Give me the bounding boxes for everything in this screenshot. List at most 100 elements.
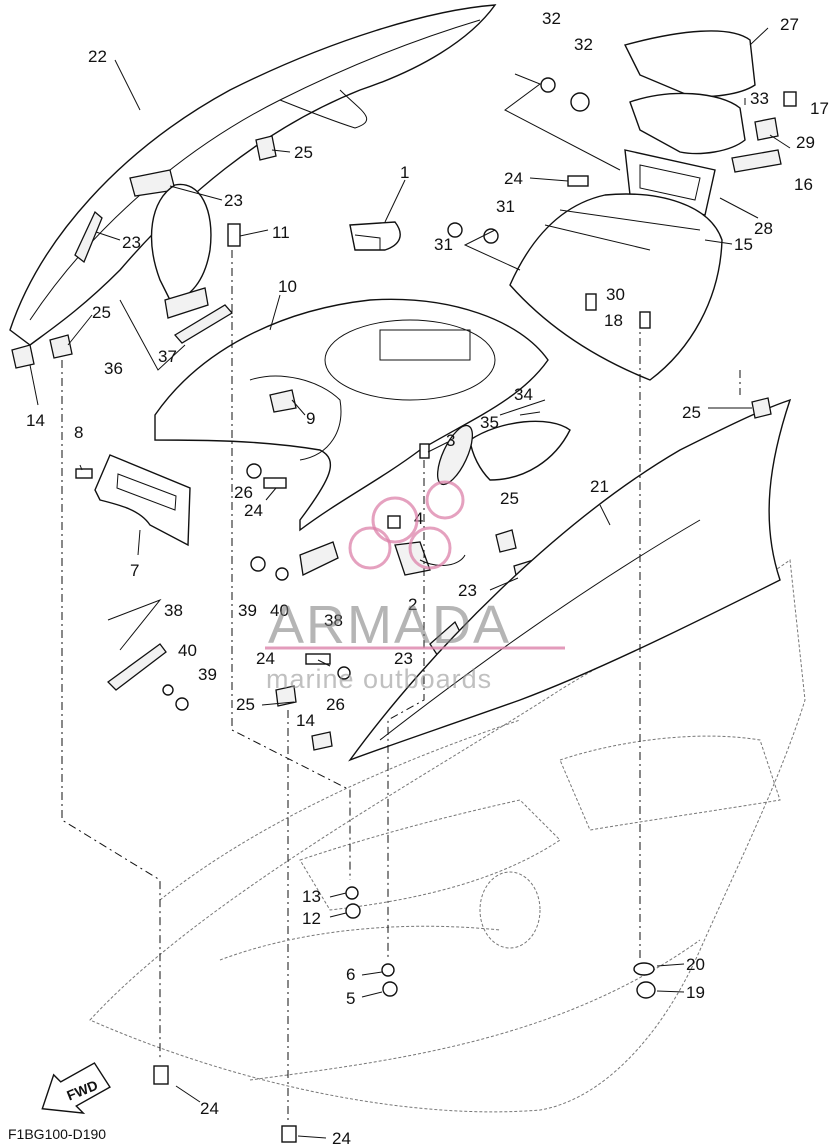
part-14-clip-a <box>11 344 35 369</box>
part-25-clip-d <box>495 529 517 553</box>
yamaha-emblem-mark <box>116 473 177 511</box>
callout-12: 12 <box>302 909 321 928</box>
part-31-clip-b <box>483 228 499 244</box>
callout-31: 31 <box>496 197 515 216</box>
callout-23: 23 <box>458 581 477 600</box>
part-7-emblem-panel <box>94 454 191 547</box>
part-15-glovebox <box>509 193 723 381</box>
callout-39: 39 <box>198 665 217 684</box>
part-13-washer <box>345 886 359 900</box>
part-26-washer-b <box>337 666 351 680</box>
callout-15: 15 <box>734 235 753 254</box>
part-27-lid <box>623 30 756 98</box>
callout-labels: 22 25 23 23 25 14 36 37 11 10 1 9 8 7 26… <box>26 9 829 1148</box>
callout-25: 25 <box>682 403 701 422</box>
callout-34: 34 <box>514 385 533 404</box>
fwd-arrow: FWD <box>41 1062 111 1114</box>
part-22-upper-cover <box>9 4 497 346</box>
part-25-clip-c <box>275 685 297 707</box>
callout-9: 9 <box>306 409 315 428</box>
callout-25: 25 <box>92 303 111 322</box>
part-31-clip-a <box>447 222 463 238</box>
callout-27: 27 <box>780 15 799 34</box>
part-1-handle <box>349 221 401 251</box>
callout-2: 2 <box>408 595 417 614</box>
callout-19: 19 <box>686 983 705 1002</box>
callout-22: 22 <box>88 47 107 66</box>
callout-5: 5 <box>346 989 355 1008</box>
callout-32: 32 <box>542 9 561 28</box>
callout-29: 29 <box>796 133 815 152</box>
callout-1: 1 <box>400 163 409 182</box>
part-12-nut <box>345 903 361 919</box>
part-14-clip-b <box>311 731 333 751</box>
callout-4: 4 <box>414 509 423 528</box>
callout-24: 24 <box>200 1099 219 1118</box>
part-2-latch <box>394 541 466 576</box>
callout-38: 38 <box>164 601 183 620</box>
callout-37: 37 <box>158 347 177 366</box>
watermark-sub-text: marine outboards <box>266 664 493 694</box>
callout-3: 3 <box>446 431 455 450</box>
part-11-bolt <box>227 223 241 247</box>
part-18-screw <box>639 311 651 329</box>
part-26-washer-a <box>246 463 262 479</box>
callout-14: 14 <box>296 711 315 730</box>
callout-7: 7 <box>130 561 139 580</box>
part-32-spring-b <box>570 92 590 112</box>
part-39-nut-b <box>175 697 189 711</box>
callout-40: 40 <box>178 641 197 660</box>
callout-14: 14 <box>26 411 45 430</box>
callout-18: 18 <box>604 311 623 330</box>
callout-26: 26 <box>326 695 345 714</box>
callout-10: 10 <box>278 277 297 296</box>
part-38-plate-a <box>299 541 339 576</box>
callout-26: 26 <box>234 483 253 502</box>
part-4-screw <box>387 515 401 529</box>
part-23-decal-b <box>74 210 103 264</box>
part-24-bolt-c <box>567 175 589 187</box>
callout-39: 39 <box>238 601 257 620</box>
watermark-circles <box>348 480 465 570</box>
part-9-bracket <box>269 389 297 413</box>
part-19-nut <box>636 981 656 999</box>
callout-20: 20 <box>686 955 705 974</box>
callout-31: 31 <box>434 235 453 254</box>
callout-25: 25 <box>500 489 519 508</box>
part-3-screw <box>419 443 430 459</box>
part-32-spring-a <box>540 77 556 93</box>
watermark-main-text: ARMADA <box>268 595 512 655</box>
part-36-mirror <box>150 183 212 319</box>
part-29-hinge <box>754 117 779 141</box>
part-33-seal <box>629 92 746 155</box>
callout-17: 17 <box>810 99 829 118</box>
hull-outline <box>89 559 806 1113</box>
callout-40: 40 <box>270 601 289 620</box>
callout-25: 25 <box>294 143 313 162</box>
part-39-nut-a <box>250 556 266 572</box>
part-40-washer-b <box>162 684 174 696</box>
callout-23: 23 <box>224 191 243 210</box>
part-20-washer <box>633 962 655 976</box>
callout-13: 13 <box>302 887 321 906</box>
part-16-hinge-plate <box>731 149 782 173</box>
part-24-bolt-a <box>263 477 287 489</box>
callout-24: 24 <box>332 1129 351 1148</box>
callout-16: 16 <box>794 175 813 194</box>
callout-30: 30 <box>606 285 625 304</box>
part-24-bolt-e <box>281 1125 297 1143</box>
callout-11: 11 <box>272 223 290 242</box>
callout-35: 35 <box>480 413 499 432</box>
callout-25: 25 <box>236 695 255 714</box>
part-25-clip-a <box>255 135 277 161</box>
leader-lines <box>29 27 791 1139</box>
callout-21: 21 <box>590 477 609 496</box>
part-5-nut <box>382 981 398 997</box>
callout-23: 23 <box>122 233 141 252</box>
part-30-screw <box>585 293 597 311</box>
assembly-lines <box>61 250 741 1120</box>
part-37-gasket <box>173 304 234 344</box>
callout-8: 8 <box>74 423 83 442</box>
callout-24: 24 <box>256 649 275 668</box>
